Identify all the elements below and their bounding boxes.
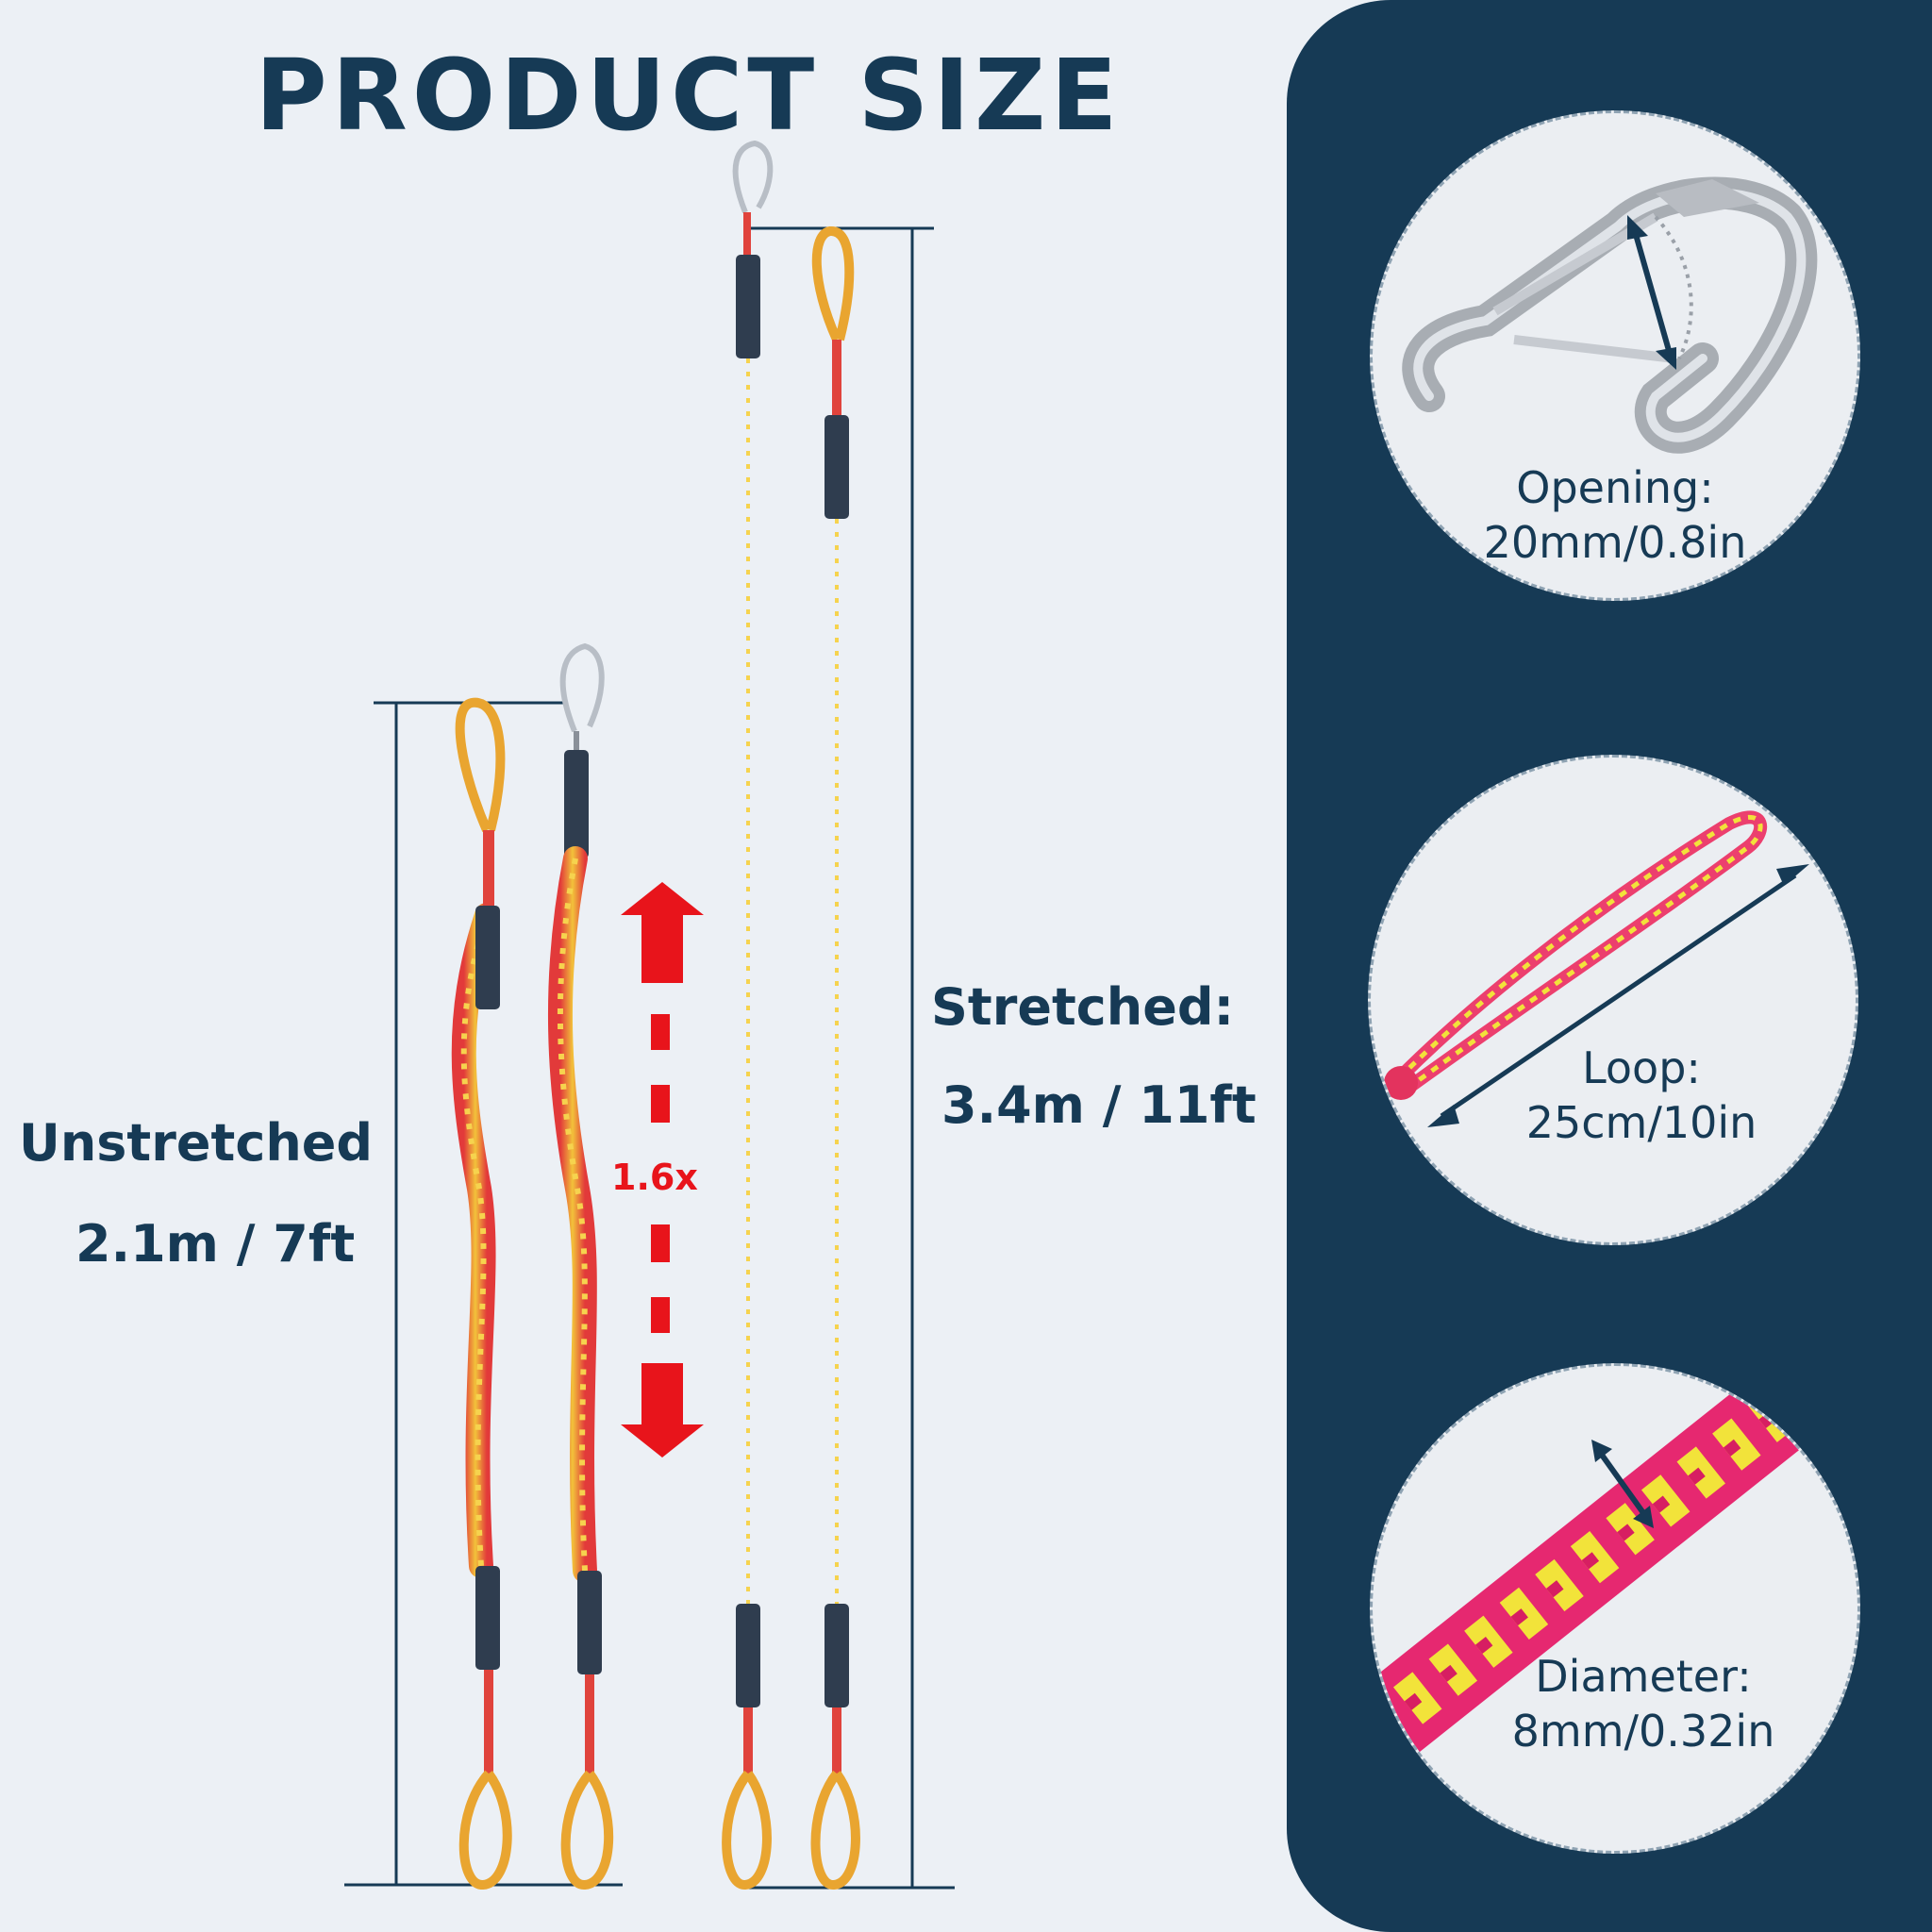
carabiner-icon [1402,176,1818,454]
unstretched-cord-hook [547,642,614,1890]
stretched-label: Stretched: [931,977,1235,1037]
rope-diameter-icon [1373,1366,1831,1777]
loop-name: Loop: [1582,1042,1701,1093]
diameter-detail-circle: Diameter: 8mm/0.32in [1370,1363,1860,1854]
stretched-cord-hook [722,140,774,1890]
diameter-value: 8mm/0.32in [1511,1706,1775,1757]
unstretched-cord-loop [451,697,512,1890]
stretch-arrow [621,882,704,1457]
unstretched-value: 2.1m / 7ft [75,1214,356,1274]
cords-illustration [344,140,955,1890]
stretched-value: 3.4m / 11ft [941,1075,1257,1135]
opening-detail-circle: Opening: 20mm/0.8in [1370,110,1860,601]
rope-loop-icon [1384,810,1809,1127]
page-title: PRODUCT SIZE [255,38,1123,153]
opening-name: Opening: [1516,462,1714,513]
stretched-measure-line [745,226,955,1890]
opening-value: 20mm/0.8in [1483,517,1747,568]
stretch-factor-label: 1.6x [611,1157,698,1198]
stretched-cord-loop [810,226,860,1890]
unstretched-label: Unstretched [19,1113,374,1173]
diameter-name: Diameter: [1535,1651,1752,1702]
loop-value: 25cm/10in [1525,1097,1757,1148]
loop-text: Loop: 25cm/10in [1399,1041,1856,1150]
opening-text: Opening: 20mm/0.8in [1373,460,1857,570]
diameter-text: Diameter: 8mm/0.32in [1401,1649,1857,1758]
loop-detail-circle: Loop: 25cm/10in [1368,755,1858,1245]
